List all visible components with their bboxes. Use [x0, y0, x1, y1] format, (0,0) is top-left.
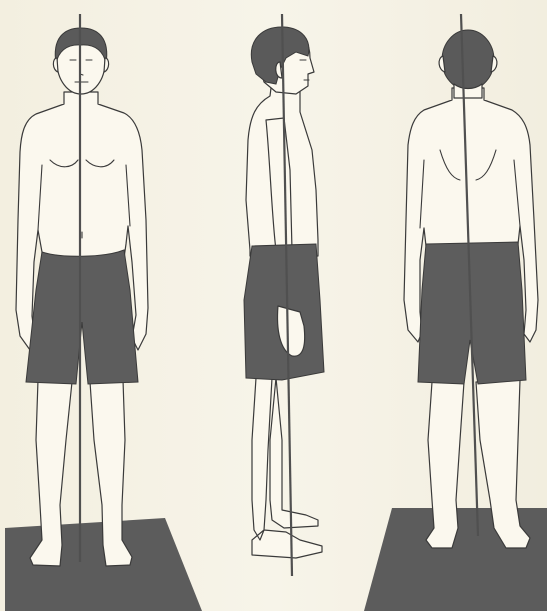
side-view-legs	[252, 378, 322, 558]
front-view-ear	[104, 58, 109, 72]
front-view-ear	[53, 58, 58, 72]
back-view-figure	[364, 30, 547, 611]
front-view-figure	[5, 28, 202, 611]
back-view-head	[442, 30, 494, 90]
front-view-shorts	[26, 250, 138, 384]
